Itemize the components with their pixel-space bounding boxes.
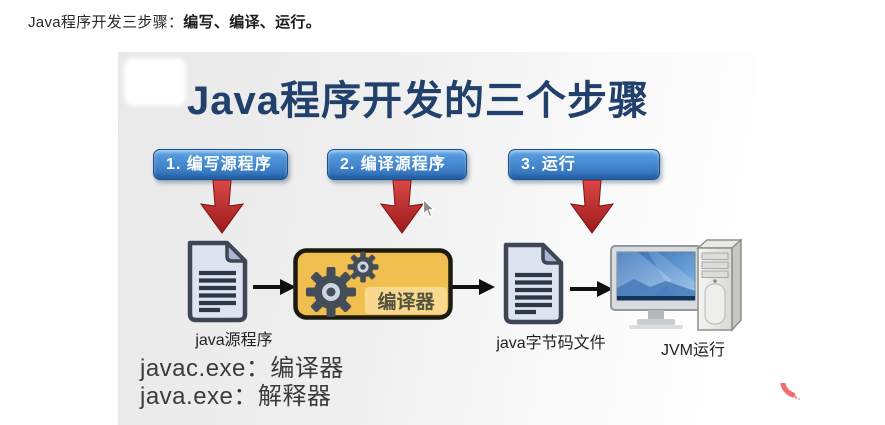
bytecode-file-label: java字节码文件 [496, 335, 606, 352]
intro-bold-steps: 编写、编译、运行。 [183, 14, 321, 31]
notes: javac.exe：编译器 java.exe：解释器 [140, 355, 344, 411]
jvm-label: JVM运行 [660, 342, 725, 359]
red-pen-stroke [780, 383, 800, 400]
compiler-label: 编译器 [377, 290, 435, 313]
intro-text: Java程序开发三步骤：编写、编译、运行。 [28, 11, 321, 32]
note-javac: javac.exe：编译器 [140, 355, 344, 382]
gears-icon [306, 251, 379, 317]
desktop-computer-icon [610, 238, 742, 332]
red-down-arrow-1 [199, 180, 245, 234]
flow-arrow-icon-2 [452, 279, 495, 295]
compiler-node: 编译器 [293, 248, 453, 320]
red-down-arrow-3 [569, 180, 615, 234]
red-down-arrow-2 [379, 180, 425, 234]
mouse-cursor-icon [422, 199, 436, 218]
step-banner-write: 1. 编写源程序 [153, 149, 288, 180]
highlight-artifact [124, 58, 186, 106]
flow-arrow-icon-1 [253, 279, 296, 295]
step-banner-compile: 2. 编译源程序 [327, 149, 467, 180]
slide-title: Java程序开发的三个步骤 [187, 79, 649, 123]
document-icon-source [187, 240, 248, 323]
intro-prefix: Java程序开发三步骤： [28, 14, 184, 31]
step-banner-run: 3. 运行 [508, 149, 660, 180]
note-java: java.exe：解释器 [140, 383, 332, 410]
source-file-label: java源程序 [195, 332, 273, 349]
slide-image: Java程序开发的三个步骤 1. 编写源程序 2. 编译源程序 3. 运行 [118, 52, 755, 425]
flow-arrow-icon-3 [570, 281, 613, 297]
document-icon-bytecode [503, 242, 564, 325]
